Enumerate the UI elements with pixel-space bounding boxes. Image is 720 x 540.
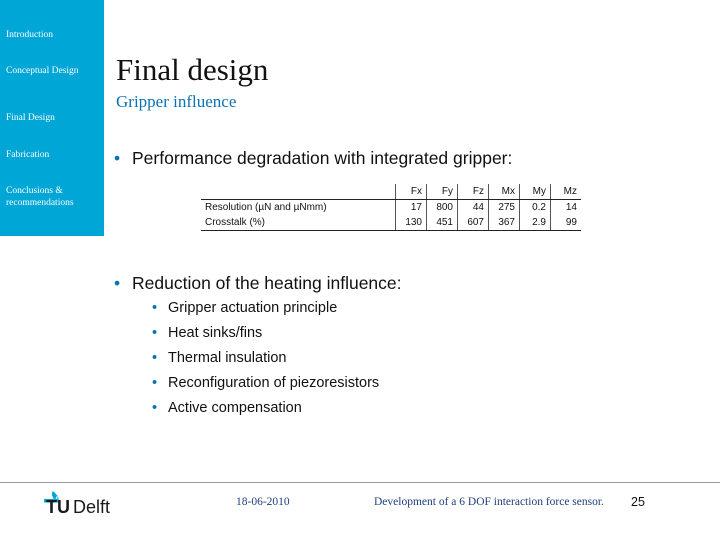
table-cell: 607 (457, 215, 489, 231)
sidebar-item-conceptual-design[interactable]: Conceptual Design (6, 66, 79, 76)
table-cell: 367 (488, 215, 520, 231)
sub-bullet-text: Active compensation (168, 400, 302, 416)
svg-text:TU: TU (46, 497, 70, 516)
sub-bullet-dot: • (152, 400, 158, 416)
sub-bullet: • Gripper actuation principle (152, 300, 337, 316)
table-cell: 44 (457, 199, 489, 215)
flame-icon (44, 491, 59, 504)
bullet-text: Reduction of the heating influence: (132, 273, 402, 293)
table-cell: 800 (426, 199, 458, 215)
table-header-cell: Mx (488, 184, 520, 200)
sub-bullet-dot: • (152, 325, 158, 341)
page-number: 25 (631, 495, 645, 509)
sub-bullet: • Active compensation (152, 400, 302, 416)
sidebar-item-fabrication[interactable]: Fabrication (6, 150, 50, 160)
table-corner (201, 184, 396, 200)
bullet-text: Performance degradation with integrated … (132, 148, 513, 168)
table-row-label: Resolution (µN and µNmm) (205, 202, 327, 213)
table-cell: 275 (488, 199, 520, 215)
table-row-label: Crosstalk (%) (201, 215, 396, 231)
sub-bullet-dot: • (152, 350, 158, 366)
sub-bullet: • Heat sinks/fins (152, 325, 262, 341)
sub-bullet-text: Heat sinks/fins (168, 325, 263, 341)
sub-bullet-text: Reconfiguration of piezoresistors (168, 375, 380, 391)
table-cell: 99 (550, 215, 581, 231)
table-header-cell: Mz (550, 184, 581, 200)
sub-bullet-text: Thermal insulation (168, 350, 287, 366)
bullet-performance: • Performance degradation with integrated… (114, 148, 512, 169)
table-header-cell: Fx (395, 184, 427, 200)
bullet-reduction: • Reduction of the heating influence: (114, 273, 402, 294)
footer-divider (0, 482, 720, 483)
sub-bullet: • Thermal insulation (152, 350, 286, 366)
performance-table: Fx Fy Fz Mx My Mz Resolution (µN and µNm… (201, 184, 581, 231)
bullet-dot: • (114, 148, 121, 168)
table-row: Resolution (µN and µNmm) 17 800 44 275 0… (201, 199, 581, 215)
table-cell: 451 (426, 215, 458, 231)
table-header-cell: My (519, 184, 551, 200)
footer-date: 18-06-2010 (236, 496, 290, 508)
table-cell: 2.9 (519, 215, 551, 231)
table-cell: 14 (550, 199, 581, 215)
sidebar-item-introduction[interactable]: Introduction (6, 30, 53, 40)
sub-bullet: • Reconfiguration of piezoresistors (152, 375, 379, 391)
sidebar-item-final-design[interactable]: Final Design (6, 113, 55, 123)
table-header-cell: Fz (457, 184, 489, 200)
slide-title: Final design (116, 52, 269, 87)
tudelft-logo: TU Delft (44, 491, 110, 516)
table-header-cell: Fy (426, 184, 458, 200)
table-cell: 130 (395, 215, 427, 231)
sub-bullet-dot: • (152, 375, 158, 391)
sub-bullet-dot: • (152, 300, 158, 316)
slide-subtitle: Gripper influence (116, 92, 237, 111)
table-cell: 0.2 (519, 199, 551, 215)
svg-text:Delft: Delft (73, 497, 110, 516)
table-header-row: Fx Fy Fz Mx My Mz (201, 184, 581, 200)
bullet-dot: • (114, 273, 121, 293)
sidebar-item-conclusions[interactable]: Conclusions & recommendations (6, 186, 74, 208)
footer-title: Development of a 6 DOF interaction force… (374, 496, 604, 508)
sub-bullet-text: Gripper actuation principle (168, 300, 338, 316)
sidebar: Introduction Conceptual Design Final Des… (0, 0, 104, 236)
table-cell: 17 (395, 199, 427, 215)
table-row: Crosstalk (%) 130 451 607 367 2.9 99 (201, 215, 581, 231)
